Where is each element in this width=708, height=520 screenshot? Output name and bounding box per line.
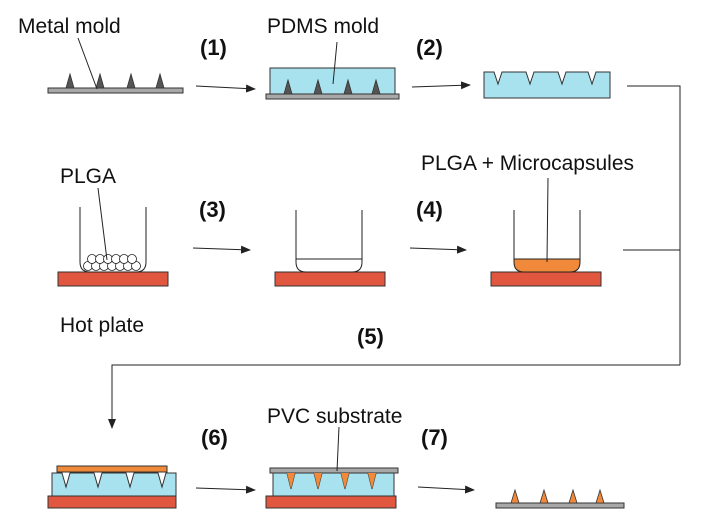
plga-label: PLGA — [60, 165, 116, 188]
pvc-substrate-label: PVC substrate — [267, 405, 402, 428]
pdms-mold-label: PDMS mold — [267, 15, 379, 38]
pdms-mold-released — [483, 71, 611, 99]
step-7-label: (7) — [421, 425, 448, 450]
connector-right — [627, 85, 681, 365]
hot-plate-3 — [490, 271, 602, 287]
step-2-label: (2) — [416, 35, 443, 60]
beaker-melted — [295, 210, 363, 273]
step-5-label: (5) — [357, 324, 384, 349]
hot-plate-2 — [274, 271, 386, 287]
final-microneedle-patch — [495, 488, 625, 509]
arrow-3 — [192, 245, 251, 254]
beaker-plga — [79, 207, 147, 273]
hot-plate-1 — [57, 271, 169, 287]
hot-plate-label: Hot plate — [60, 314, 144, 337]
step-6-label: (6) — [201, 425, 228, 450]
plga-microcapsules-label: PLGA + Microcapsules — [421, 152, 634, 175]
arrow-7 — [417, 485, 475, 494]
pvc-substrate-leader — [336, 426, 340, 472]
plga-microcapsule-melt — [514, 259, 580, 272]
plga-leader — [97, 187, 108, 261]
step-4-label: (4) — [416, 197, 443, 222]
metal-mold — [47, 72, 184, 94]
pdms-mold-leader — [332, 41, 338, 85]
pdms-mold — [265, 67, 400, 100]
step-3-label: (3) — [199, 197, 226, 222]
plga-pellets — [83, 254, 141, 271]
plga-microcapsules-leader — [546, 177, 549, 263]
assembly-step6 — [47, 465, 177, 509]
arrow-2 — [411, 81, 471, 90]
arrow-6 — [195, 485, 256, 494]
step-1-label: (1) — [200, 35, 227, 60]
arrow-4 — [409, 245, 467, 254]
metal-mold-label: Metal mold — [18, 15, 121, 38]
beaker-microcapsules — [513, 210, 581, 273]
assembly-step7 — [265, 467, 399, 509]
arrow-1 — [195, 84, 256, 93]
arrow-5 — [108, 364, 680, 429]
metal-mold-leader — [77, 37, 98, 90]
